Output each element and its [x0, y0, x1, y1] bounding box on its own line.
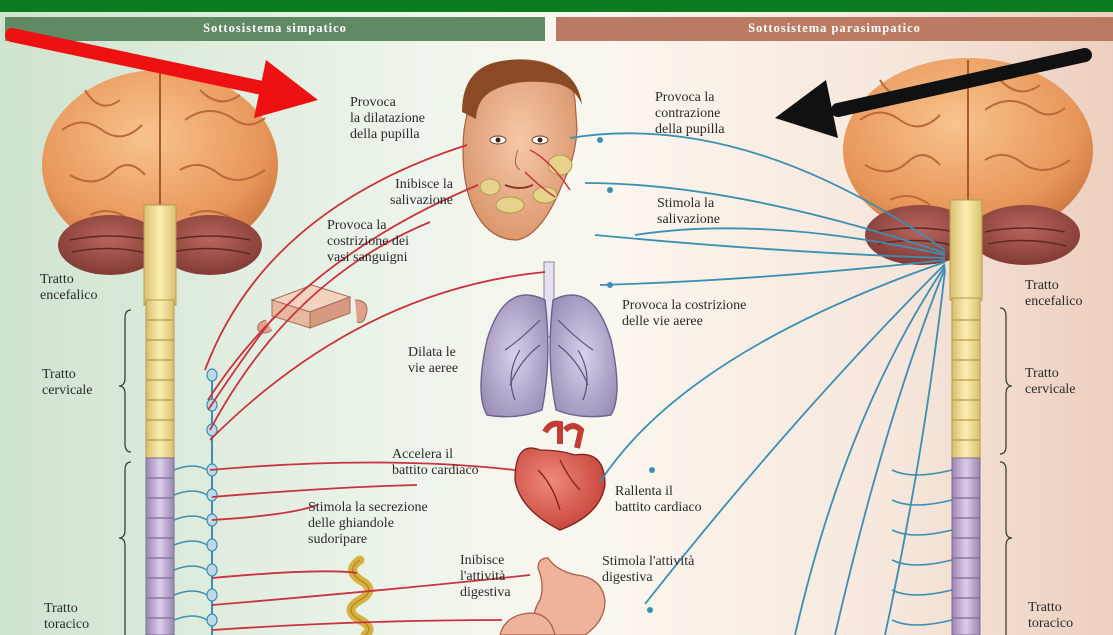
spinal-cord-right — [950, 200, 982, 635]
top-green-bar — [0, 0, 1113, 12]
spinal-cord-left — [144, 205, 176, 635]
parasympathetic-header: Sottosistema parasimpatico — [556, 21, 1113, 36]
sympathetic-header: Sottosistema simpatico — [5, 21, 545, 36]
